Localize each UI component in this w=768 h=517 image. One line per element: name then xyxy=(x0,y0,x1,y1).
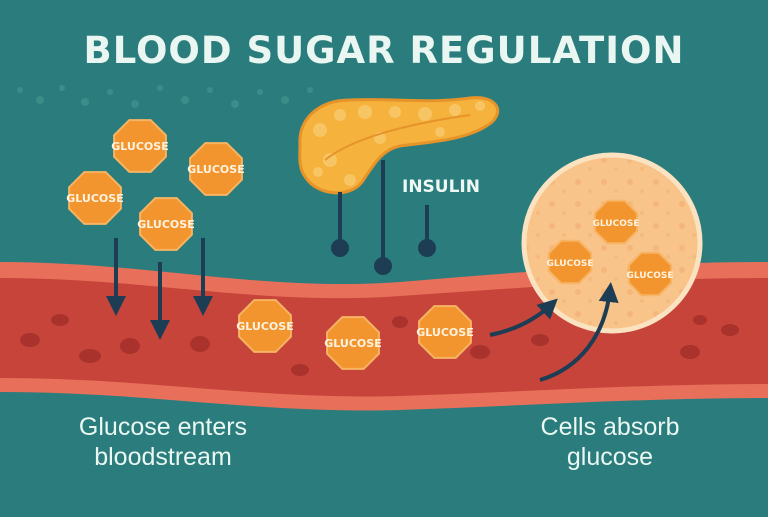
insulin-molecule xyxy=(418,239,436,257)
glucose-label: GLUCOSE xyxy=(324,337,381,350)
caption-line: bloodstream xyxy=(94,443,232,471)
glucose-molecule-icon: GLUCOSE xyxy=(66,171,124,225)
caption-glucose-enters: Glucose enters bloodstream xyxy=(48,412,278,472)
caption-line: glucose xyxy=(566,443,654,471)
glucose-label: GLUCOSE xyxy=(236,320,293,333)
blood-cells xyxy=(20,314,739,376)
glucose-label: GLUCOSE xyxy=(593,219,640,229)
glucose-label: GLUCOSE xyxy=(416,326,473,339)
arrow-icon xyxy=(489,298,558,337)
caption-line: Glucose enters xyxy=(78,413,248,441)
caption-line: Cells absorb xyxy=(540,413,680,441)
background-texture xyxy=(17,85,313,108)
glucose-label: GLUCOSE xyxy=(547,259,594,269)
insulin-molecule xyxy=(331,239,349,257)
glucose-molecule-icon: GLUCOSE xyxy=(137,197,195,251)
glucose-molecules: GLUCOSE GLUCOSE GLUCOSE GLUCOSE GLUCOSE GLUCO… xyxy=(66,119,674,370)
insulin-molecule xyxy=(374,257,392,275)
glucose-molecule-icon: GLUCOSE xyxy=(324,316,382,370)
glucose-label: GLUCOSE xyxy=(187,163,244,176)
glucose-label: GLUCOSE xyxy=(627,271,674,281)
glucose-molecule-icon: GLUCOSE xyxy=(593,199,640,245)
pancreas-icon xyxy=(298,96,500,195)
glucose-label: GLUCOSE xyxy=(137,218,194,231)
glucose-molecule-icon: GLUCOSE xyxy=(416,305,474,359)
glucose-label: GLUCOSE xyxy=(66,192,123,205)
glucose-molecule-icon: GLUCOSE xyxy=(547,239,594,285)
caption-cells-absorb: Cells absorb glucose xyxy=(500,412,720,472)
arrows xyxy=(106,238,619,382)
glucose-molecule-icon: GLUCOSE xyxy=(187,142,245,196)
insulin-stalks xyxy=(331,160,436,275)
glucose-molecule-icon: GLUCOSE xyxy=(627,251,674,297)
glucose-molecule-icon: GLUCOSE xyxy=(111,119,169,173)
page-title: BLOOD SUGAR REGULATION xyxy=(84,29,685,72)
insulin-label: INSULIN xyxy=(402,177,480,197)
arrow-icon xyxy=(539,282,619,382)
glucose-molecule-icon: GLUCOSE xyxy=(236,299,294,353)
glucose-label: GLUCOSE xyxy=(111,140,168,153)
